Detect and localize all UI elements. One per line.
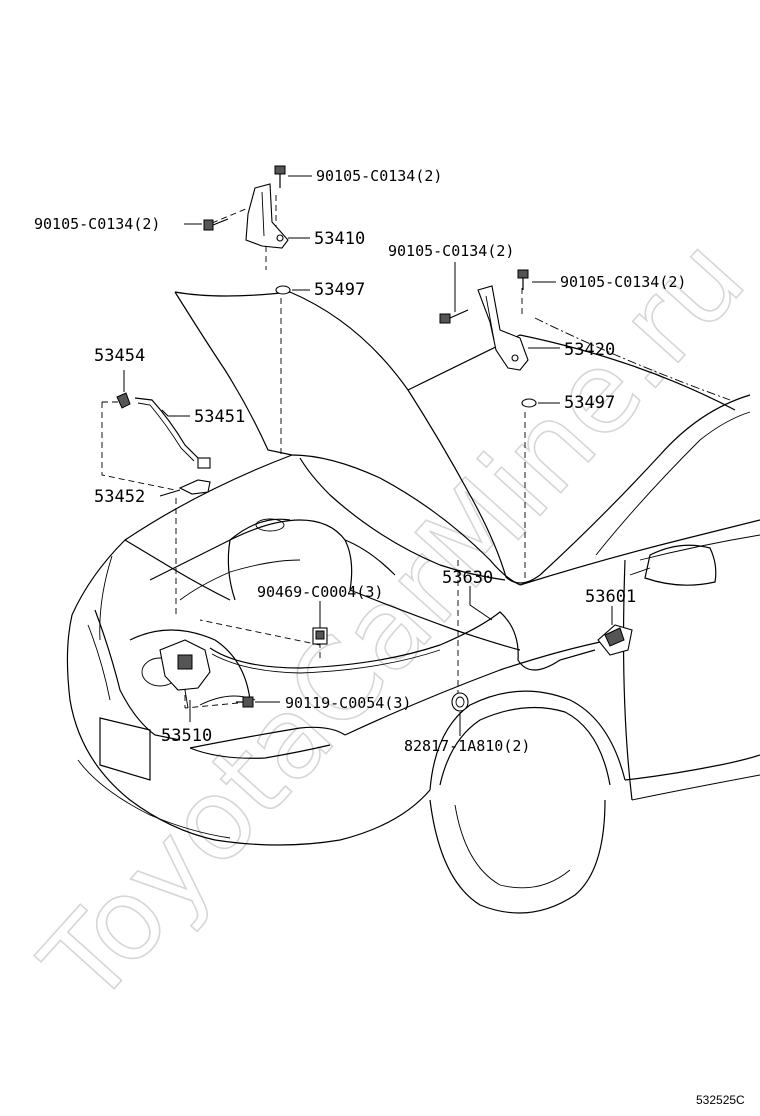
label-bolt-mid-right: 90105-C0134(2) (388, 242, 514, 260)
hinge-lh (245, 183, 289, 249)
label-lever-53601: 53601 (585, 587, 636, 607)
label-cushion-rh: 53497 (564, 393, 615, 413)
watermark-text: ToyotaCarMine.ru (18, 214, 760, 1029)
figure-code: 532525C (696, 1093, 745, 1107)
label-lock-53510: 53510 (161, 726, 212, 746)
wheel (429, 799, 606, 914)
bolt-icon (274, 165, 286, 188)
side-mirror (644, 544, 717, 586)
label-hinge-rh: 53420 (564, 340, 615, 360)
front-bumper (66, 454, 293, 841)
label-clamp-90469: 90469-C0004(3) (257, 583, 383, 601)
label-hinge-lh: 53410 (314, 229, 365, 249)
label-holder-53452: 53452 (94, 487, 145, 507)
cushion-lh-icon (275, 285, 291, 295)
label-bolt-left: 90105-C0134(2) (34, 215, 160, 233)
label-cushion-lh: 53497 (314, 280, 365, 300)
support-rod-icon (134, 397, 205, 467)
label-rod-53451: 53451 (194, 407, 245, 427)
label-plug-82817: 82817-1A810(2) (404, 737, 530, 755)
windshield (407, 334, 736, 411)
label-bolt-top-center: 90105-C0134(2) (316, 167, 442, 185)
plug-icon (451, 692, 469, 712)
car-body-outline (66, 291, 760, 914)
hinge-rh (477, 285, 529, 371)
release-cable (209, 611, 596, 671)
cushion-rh-icon (521, 398, 537, 408)
label-clip-53454: 53454 (94, 346, 145, 366)
bolt-icon (439, 309, 469, 324)
label-bolt-top-right: 90105-C0134(2) (560, 273, 686, 291)
hood-lock-icon (159, 639, 211, 709)
hood-panel (174, 291, 541, 584)
release-lever-icon (597, 624, 633, 656)
bolt-icon (517, 269, 529, 290)
leader-lines (123, 175, 613, 736)
headlamp (189, 726, 346, 749)
label-bolt-90119: 90119-C0054(3) (285, 694, 411, 712)
label-cable-53630: 53630 (442, 568, 493, 588)
watermark: ToyotaCarMine.ru (17, 213, 760, 1029)
clip-icon (116, 392, 131, 409)
clamp-icon (312, 627, 328, 645)
bolt-icon (236, 696, 254, 708)
grille (94, 609, 181, 741)
bolt-icon (203, 218, 229, 231)
wheel-arch (429, 690, 626, 791)
rod-holder-icon (178, 479, 211, 495)
